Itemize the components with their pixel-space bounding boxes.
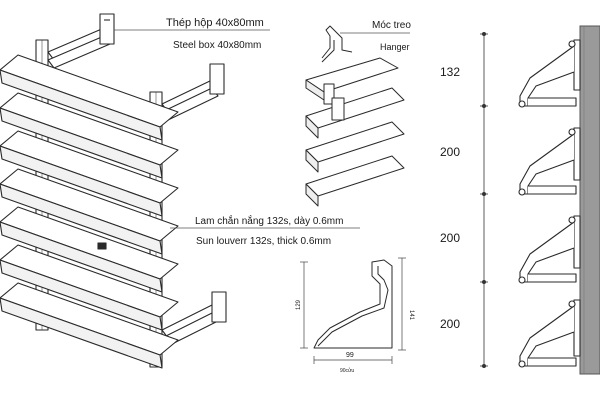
cross-section bbox=[300, 257, 406, 364]
louver-label-en: Sun louverr 132s, thick 0.6mm bbox=[196, 236, 331, 247]
hanger-clip bbox=[97, 242, 107, 250]
steel-box-label-en: Steel box 40x80mm bbox=[173, 40, 261, 51]
louver-blade-4 bbox=[0, 168, 179, 255]
elevation-louver-2 bbox=[518, 127, 581, 196]
louver-label-vi: Lam chắn nắng 132s, dày 0.6mm bbox=[195, 214, 343, 227]
leader-lines bbox=[114, 29, 410, 229]
louver-blade-3 bbox=[0, 130, 179, 217]
elevation-view bbox=[480, 25, 600, 375]
spacing-axis bbox=[480, 32, 488, 368]
louver-blade-5 bbox=[0, 206, 179, 293]
upper-arm bbox=[47, 13, 115, 69]
spacing-label-3: 200 bbox=[440, 231, 460, 245]
section-dim-left: 129 bbox=[296, 299, 302, 310]
hanger-label-vi: Móc treo bbox=[372, 20, 411, 31]
section-profile bbox=[313, 259, 393, 349]
detail-blade-3 bbox=[305, 121, 405, 173]
detail-blade-1 bbox=[305, 57, 399, 105]
louver-blade-2 bbox=[0, 92, 179, 179]
louver-blade-6 bbox=[0, 244, 179, 331]
wall bbox=[579, 25, 600, 375]
detail-blade-2 bbox=[305, 87, 405, 139]
louver-blade-7 bbox=[0, 282, 179, 369]
spacing-label-2: 200 bbox=[440, 145, 460, 159]
section-dim-caption: 90cửu bbox=[340, 367, 354, 374]
louver-blade-1 bbox=[0, 54, 179, 141]
spacing-label-4: 200 bbox=[440, 317, 460, 331]
hanger-detail bbox=[305, 25, 405, 207]
dim-lines bbox=[300, 257, 406, 364]
hanger-label-en: Hanger bbox=[380, 42, 410, 52]
elevation-louver-4 bbox=[518, 299, 581, 368]
spacing-label-1: 132 bbox=[440, 65, 460, 79]
isometric-assembly bbox=[0, 13, 227, 369]
elevation-louver-1 bbox=[518, 39, 581, 108]
elevation-louver-3 bbox=[518, 215, 581, 284]
steel-box-label-vi: Thép hộp 40x80mm bbox=[166, 17, 264, 29]
hanger-shape bbox=[321, 25, 353, 59]
section-dim-width: 99 bbox=[346, 352, 354, 359]
section-dim-right: 141 bbox=[408, 310, 414, 321]
detail-blade-4 bbox=[305, 155, 405, 207]
